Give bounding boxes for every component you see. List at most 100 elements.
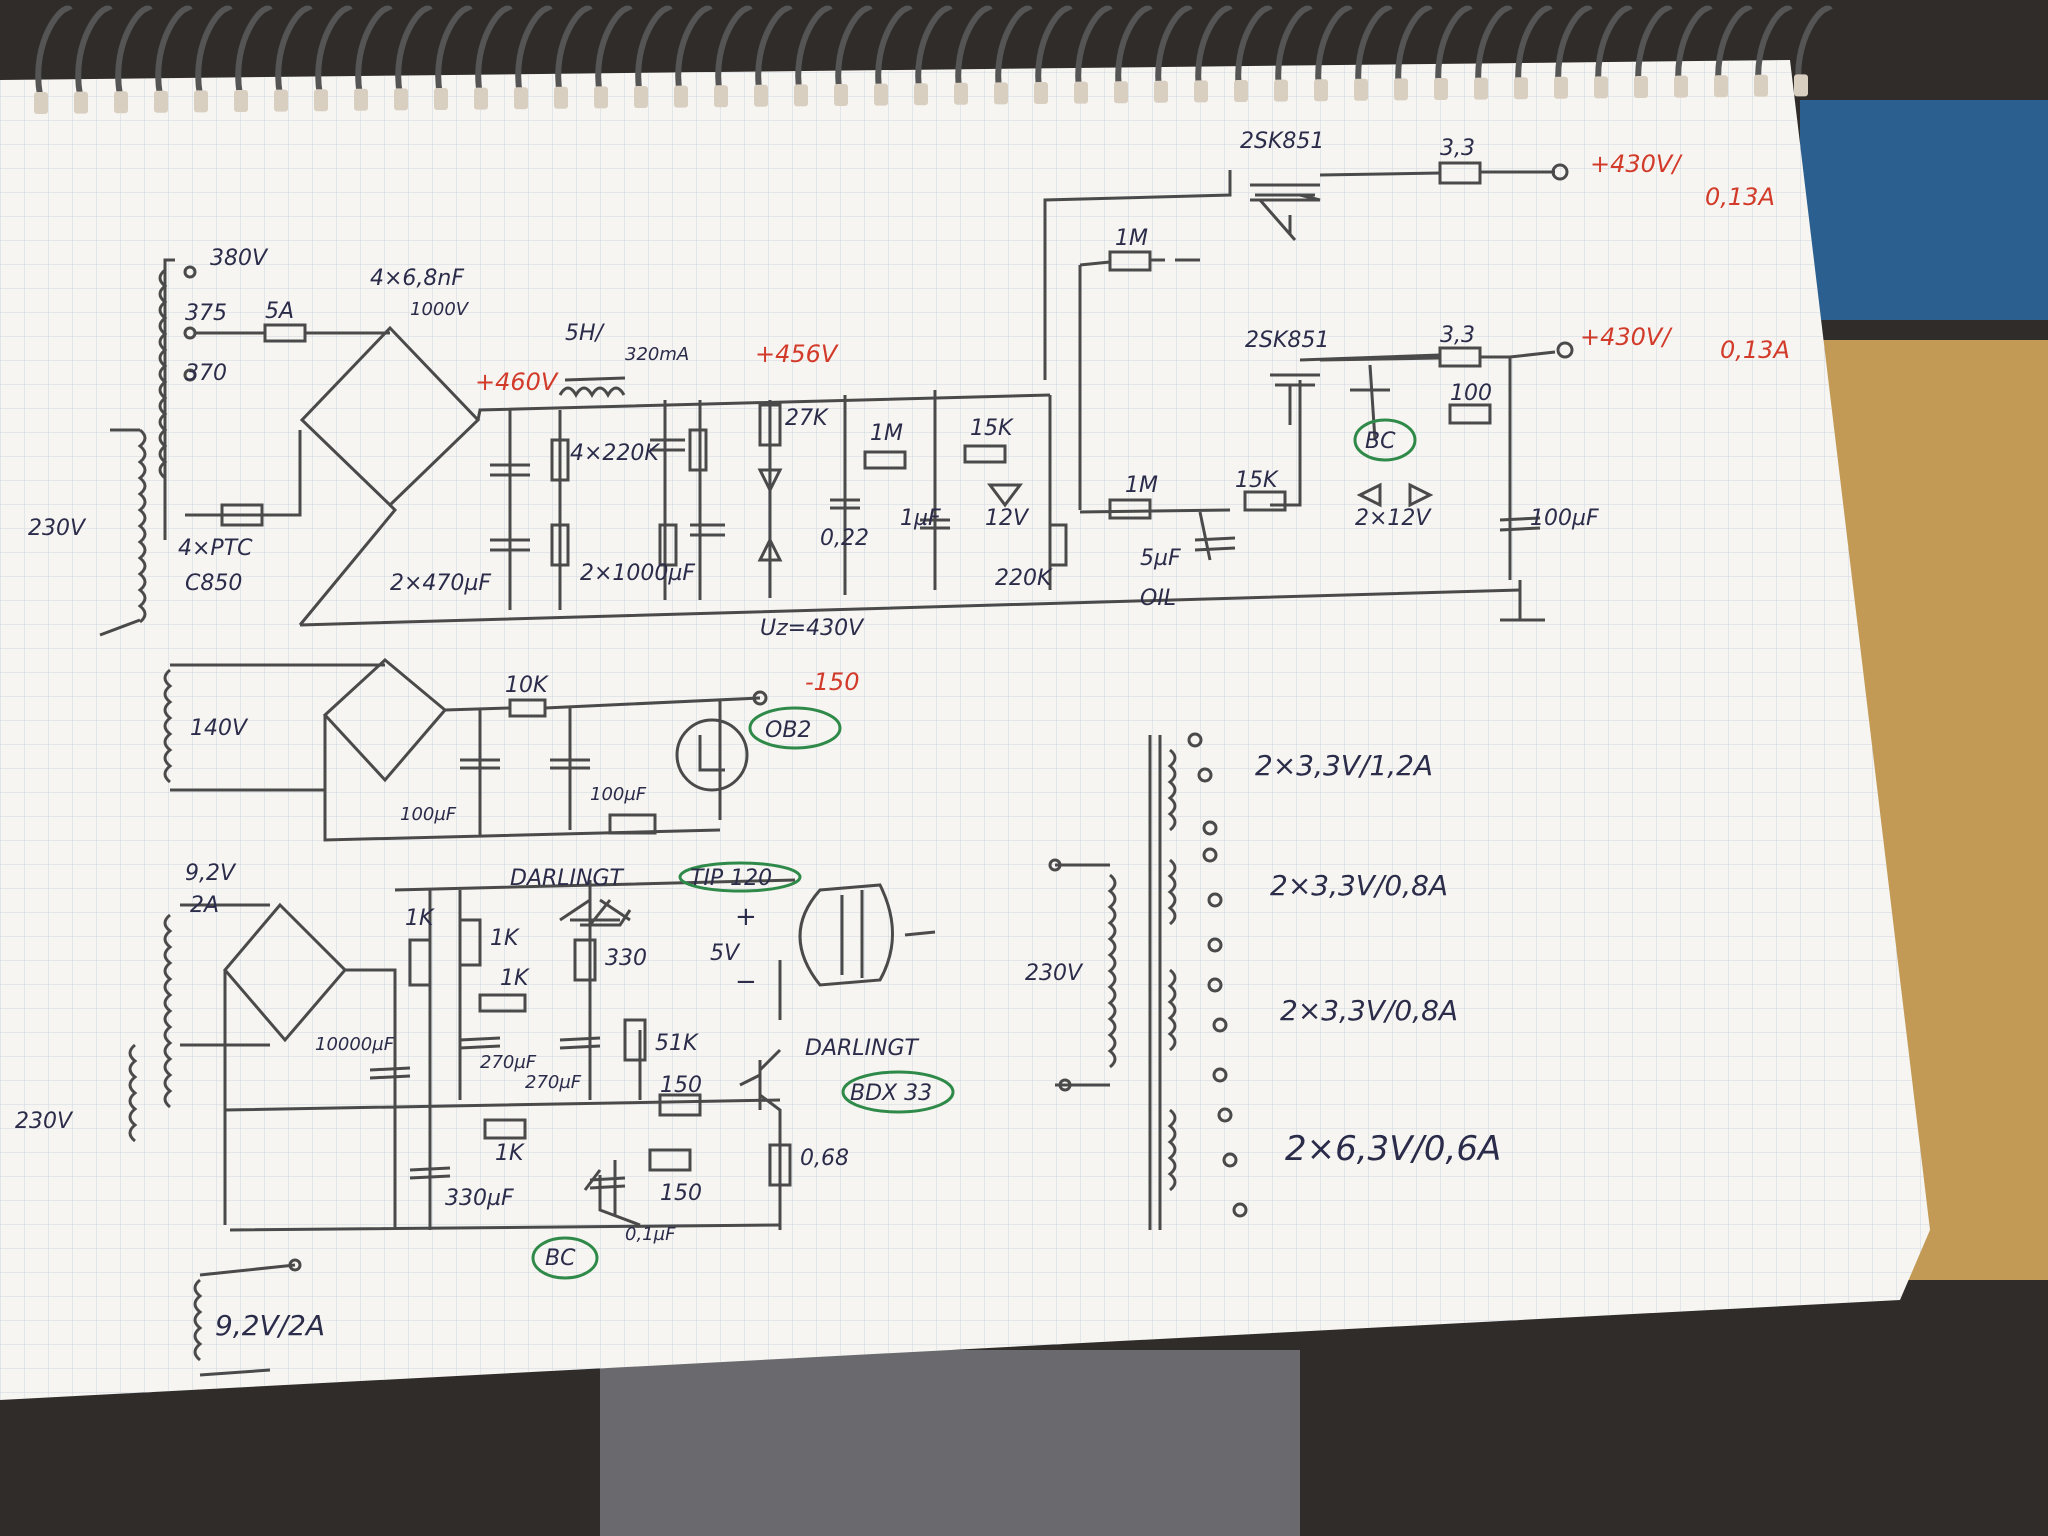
spiral-ring bbox=[1235, 5, 1273, 96]
punch-hole bbox=[1394, 78, 1408, 101]
c-270-b-label: 270µF bbox=[525, 1072, 582, 1093]
heater-transformer-primary-label: 230V bbox=[1025, 961, 1084, 986]
v-5-label: 5V bbox=[710, 941, 741, 966]
out-2-current-label: 0,13A bbox=[1720, 336, 1790, 364]
spiral-ring bbox=[435, 5, 473, 96]
fuse-label: 5A bbox=[265, 299, 294, 324]
punch-hole bbox=[394, 88, 408, 111]
heater-winding-3: 2×3,3V/0,8A bbox=[1280, 994, 1458, 1027]
punch-hole bbox=[34, 92, 48, 114]
punch-hole bbox=[834, 84, 848, 106]
neg-supply bbox=[163, 658, 842, 842]
punch-hole bbox=[434, 88, 448, 110]
hv-supply bbox=[99, 161, 1574, 637]
mosfet-1-symbol bbox=[1250, 183, 1320, 197]
heater-winding-4: 2×6,3V/0,6A bbox=[1285, 1129, 1501, 1169]
spiral-ring bbox=[155, 5, 193, 96]
spiral-ring bbox=[675, 5, 713, 96]
r-150-b-label: 150 bbox=[660, 1181, 702, 1206]
punch-hole bbox=[874, 83, 888, 106]
punch-hole bbox=[1634, 76, 1648, 98]
punch-hole bbox=[1314, 79, 1328, 102]
ptc-type-label: C850 bbox=[185, 571, 242, 596]
spiral-ring bbox=[995, 5, 1033, 96]
spiral-ring bbox=[1035, 5, 1073, 96]
r-1m-top-label: 1M bbox=[1115, 226, 1148, 251]
page-grid bbox=[0, 60, 1930, 1400]
punch-hole bbox=[1274, 79, 1288, 102]
punch-hole bbox=[114, 91, 128, 114]
punch-hole bbox=[274, 89, 288, 112]
punch-hole bbox=[1434, 78, 1448, 100]
cloth bbox=[600, 1350, 1300, 1536]
hv-transformer-winding bbox=[158, 258, 175, 540]
heater-bridge-rectifier bbox=[223, 902, 348, 1043]
spiral-ring bbox=[235, 5, 273, 96]
r-1m-a-label: 1M bbox=[870, 421, 903, 446]
tap-375-label: 375 bbox=[185, 301, 227, 326]
punch-hole bbox=[754, 84, 768, 107]
spiral-ring bbox=[1315, 5, 1353, 96]
punch-hole bbox=[1194, 80, 1208, 103]
punch-hole bbox=[474, 87, 488, 110]
punch-hole bbox=[354, 88, 368, 111]
darlington-bdx33 bbox=[739, 1048, 782, 1230]
spiral-ring bbox=[115, 5, 153, 96]
punch-hole bbox=[674, 85, 688, 108]
r-51k-label: 51K bbox=[655, 1031, 699, 1056]
blue-box bbox=[1800, 100, 2048, 320]
c-5uf-label: 5µF bbox=[1140, 546, 1181, 571]
c-270-a-label: 270µF bbox=[480, 1052, 537, 1073]
c-330-label: 330µF bbox=[445, 1186, 514, 1211]
punch-hole bbox=[1114, 81, 1128, 104]
mosfet-2-label: 2SK851 bbox=[1245, 328, 1329, 353]
v-in-label: +460V bbox=[475, 368, 559, 396]
r-068-label: 0,68 bbox=[800, 1146, 849, 1171]
punch-hole bbox=[714, 85, 728, 108]
spiral-ring bbox=[1195, 5, 1233, 96]
c-100uf-label: 100µF bbox=[1530, 506, 1599, 531]
out-1-label: +430V/ bbox=[1590, 150, 1683, 178]
punch-hole bbox=[1594, 76, 1608, 99]
c-1uf-label: 1µF bbox=[900, 506, 941, 531]
spiral-ring bbox=[355, 5, 393, 96]
spiral-ring bbox=[1355, 5, 1393, 96]
punch-hole bbox=[954, 82, 968, 105]
spiral-ring bbox=[75, 5, 113, 96]
r-33-b-label: 3,3 bbox=[1440, 323, 1475, 348]
darlington-bot-label: DARLINGT bbox=[805, 1036, 920, 1061]
darlington-top-part-label: TIP 120 bbox=[690, 866, 772, 891]
zener-label: Uz=430V bbox=[760, 616, 865, 641]
tap-380-label: 380V bbox=[210, 246, 269, 271]
punch-hole bbox=[1074, 81, 1088, 104]
r-1m-b-label: 1M bbox=[1125, 473, 1158, 498]
r-15k-b-label: 15K bbox=[1235, 468, 1279, 493]
c-01-label: 0,1µF bbox=[625, 1224, 676, 1245]
punch-hole bbox=[1754, 74, 1768, 97]
r-330-label: 330 bbox=[605, 946, 647, 971]
filter-caps-2-label: 2×1000µF bbox=[580, 561, 695, 586]
minus-label: − bbox=[735, 967, 757, 997]
r-150-a-label: 150 bbox=[660, 1073, 702, 1098]
r-1k-b-label: 1K bbox=[490, 926, 520, 951]
bc-label-hv: BC bbox=[1365, 429, 1396, 454]
r-100-label: 100 bbox=[1450, 381, 1492, 406]
punch-hole bbox=[594, 86, 608, 109]
spiral-ring bbox=[315, 5, 353, 96]
spiral-ring bbox=[1395, 5, 1433, 96]
punch-hole bbox=[914, 83, 928, 106]
r-10k-label: 10K bbox=[505, 673, 549, 698]
zener-12v-label: 12V bbox=[985, 506, 1030, 531]
spiral-ring bbox=[1115, 5, 1153, 96]
choke bbox=[558, 376, 626, 399]
mosfet-2-symbol bbox=[1270, 373, 1320, 425]
punch-hole bbox=[1154, 80, 1168, 103]
heater-winding-1: 2×3,3V/1,2A bbox=[1255, 749, 1433, 782]
r-220k-label: 220K bbox=[995, 566, 1053, 591]
neg-bridge-rectifier bbox=[322, 658, 448, 783]
mosfet-1-label: 2SK851 bbox=[1240, 129, 1324, 154]
heater-winding-2: 2×3,3V/0,8A bbox=[1270, 869, 1448, 902]
punch-hole bbox=[154, 90, 168, 113]
heater-tube bbox=[798, 883, 894, 987]
